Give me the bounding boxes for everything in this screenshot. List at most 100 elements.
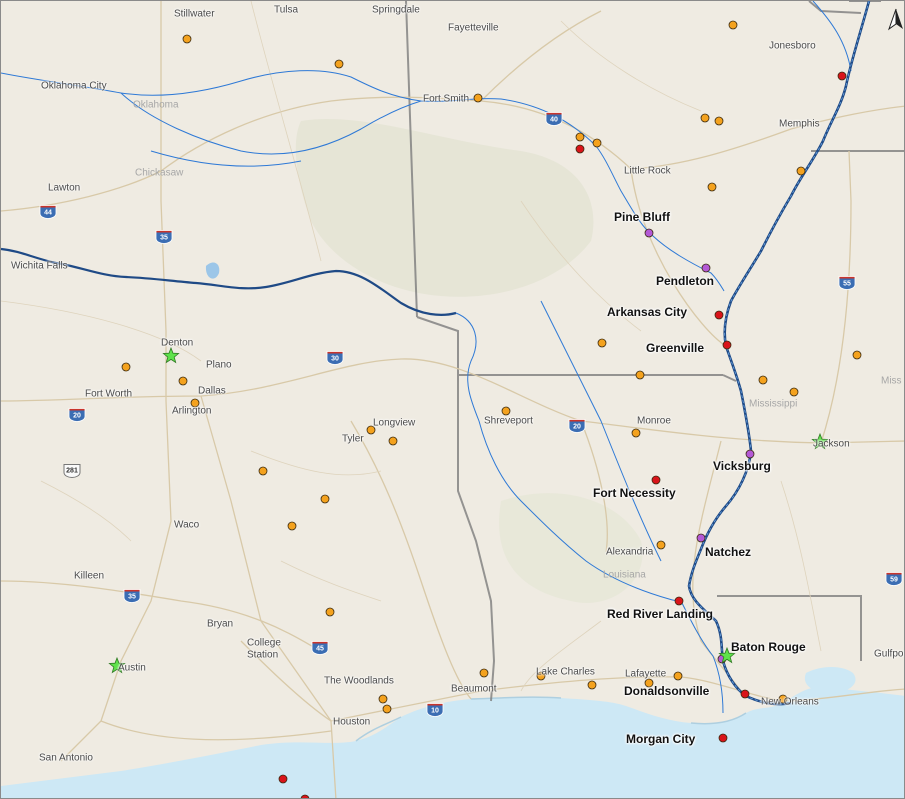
arkansas-river [1,70,725,292]
site-label-pendleton: Pendleton [656,274,715,288]
city-label-jackson: Jackson [813,438,850,450]
orange-site-marker[interactable] [334,59,344,69]
highway-number: 55 [843,280,851,288]
interstate-59-shield-icon: 59 [884,572,904,587]
orange-site-marker[interactable] [182,34,192,44]
orange-site-marker[interactable] [479,668,489,678]
orange-site-marker[interactable] [597,338,607,348]
city-label-longview: Longview [373,417,416,429]
purple-site-marker[interactable] [644,228,654,238]
orange-site-marker[interactable] [635,370,645,380]
red-site-marker[interactable] [278,774,288,784]
orange-site-marker[interactable] [707,182,717,192]
coastline [355,696,747,742]
city-label-chickasaw: Chickasaw [135,167,184,179]
interstate-45-shield-icon: 45 [310,641,330,656]
red-site-marker[interactable] [651,475,661,485]
red-site-marker[interactable] [722,340,732,350]
city-label-miss: Miss [881,375,902,387]
orange-site-marker[interactable] [325,607,335,617]
state-borders [405,1,904,702]
star-marker-icon[interactable] [811,432,829,450]
red-site-marker[interactable] [718,733,728,743]
red-site-marker[interactable] [575,144,585,154]
orange-site-marker[interactable] [473,93,483,103]
orange-site-marker[interactable] [121,362,131,372]
orange-site-marker[interactable] [644,678,654,688]
highway-number: 20 [573,423,581,431]
city-label-jonesboro: Jonesboro [769,40,816,52]
orange-site-marker[interactable] [631,428,641,438]
orange-site-marker[interactable] [501,406,511,416]
star-marker-icon[interactable] [718,646,736,664]
site-label-vicksburg: Vicksburg [713,459,771,473]
highway-number: 10 [431,707,439,715]
orange-site-marker[interactable] [796,166,806,176]
orange-site-marker[interactable] [656,540,666,550]
highway-number: 44 [44,209,52,217]
orange-site-marker[interactable] [575,132,585,142]
orange-site-marker[interactable] [366,425,376,435]
orange-site-marker[interactable] [178,376,188,386]
orange-site-marker[interactable] [382,704,392,714]
texoma-lake [205,262,220,279]
site-label-fort-necessity: Fort Necessity [593,486,676,500]
interstate-10-shield-icon: 10 [425,703,445,718]
us-route-281-shield-icon: 281 [62,464,82,479]
orange-site-marker[interactable] [673,671,683,681]
city-label-fayetteville: Fayetteville [448,22,499,34]
orange-site-marker[interactable] [536,671,546,681]
interstate-35-shield-icon: 35 [154,230,174,245]
interstate-35-shield-icon: 35 [122,589,142,604]
purple-site-marker[interactable] [696,533,706,543]
purple-site-marker[interactable] [701,263,711,273]
city-label-shreveport: Shreveport [484,415,533,427]
city-label-station: Station [247,649,279,661]
orange-site-marker[interactable] [287,521,297,531]
city-label-fort-smith: Fort Smith [423,93,470,105]
orange-site-marker[interactable] [258,466,268,476]
city-label-wichita-falls: Wichita Falls [11,260,68,272]
city-label-lafayette: Lafayette [625,668,667,680]
city-label-little-rock: Little Rock [624,165,671,177]
star-marker-icon[interactable] [162,346,180,364]
orange-site-marker[interactable] [700,113,710,123]
site-label-red-river-landing: Red River Landing [607,607,714,621]
orange-site-marker[interactable] [728,20,738,30]
red-site-marker[interactable] [740,689,750,699]
city-label-oklahoma: Oklahoma [133,99,179,111]
red-site-marker[interactable] [300,794,310,799]
city-label-the-woodlands: The Woodlands [324,675,394,687]
gulf-of-mexico [1,686,904,798]
purple-site-marker[interactable] [745,449,755,459]
city-label-new-orleans: New Orleans [761,696,819,708]
orange-site-marker[interactable] [587,680,597,690]
orange-site-marker[interactable] [714,116,724,126]
site-label-arkansas-city: Arkansas City [607,305,688,319]
orange-site-marker[interactable] [320,494,330,504]
city-label-college: College [247,637,281,649]
red-site-marker[interactable] [714,310,724,320]
city-label-austin: Austin [118,662,146,674]
red-site-marker[interactable] [674,596,684,606]
interstate-20-shield-icon: 20 [567,419,587,434]
orange-site-marker[interactable] [388,436,398,446]
site-label-natchez: Natchez [705,545,752,559]
city-label-memphis: Memphis [779,118,820,130]
orange-site-marker[interactable] [778,694,788,704]
star-marker-icon[interactable] [108,656,126,674]
orange-site-marker[interactable] [378,694,388,704]
orange-site-marker[interactable] [789,387,799,397]
city-label-stillwater: Stillwater [174,8,215,20]
interstate-55-shield-icon: 55 [837,276,857,291]
city-label-houston: Houston [333,716,371,728]
orange-site-marker[interactable] [190,398,200,408]
red-river-lower [455,312,682,602]
orange-site-marker[interactable] [852,350,862,360]
city-label-springdale: Springdale [372,4,420,16]
orange-site-marker[interactable] [758,375,768,385]
red-site-marker[interactable] [837,71,847,81]
orange-site-marker[interactable] [592,138,602,148]
